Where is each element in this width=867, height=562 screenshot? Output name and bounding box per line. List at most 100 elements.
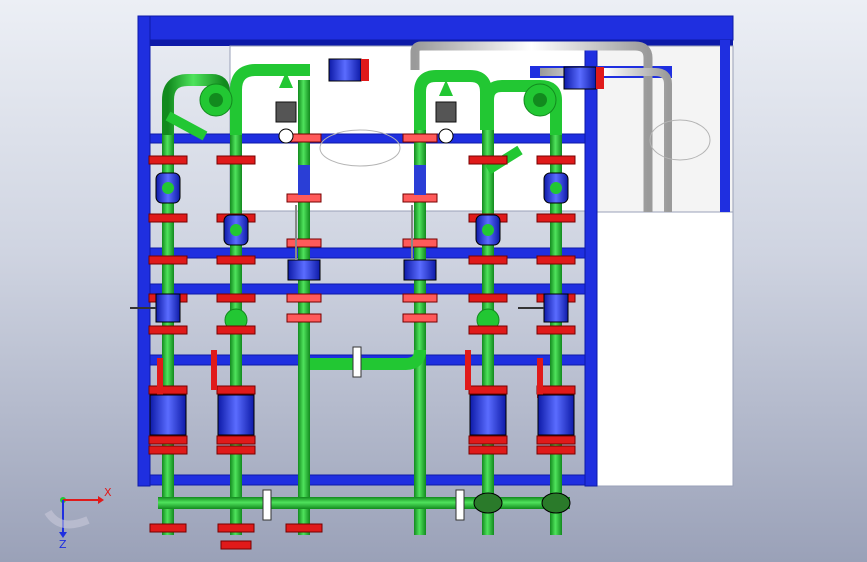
green-pipe-vertical[interactable] [298, 80, 310, 535]
pipe-clamp[interactable] [352, 346, 362, 378]
inline-valve[interactable] [563, 66, 597, 90]
tee-fitting[interactable] [541, 492, 571, 514]
lever-handle[interactable] [211, 350, 217, 390]
check-valve[interactable] [414, 165, 426, 195]
flange[interactable] [216, 293, 256, 303]
flange[interactable] [402, 313, 438, 323]
lever-handle[interactable] [157, 358, 163, 398]
flange[interactable] [286, 238, 322, 248]
cross-beam[interactable] [149, 474, 586, 486]
strainer[interactable] [287, 259, 321, 281]
flange[interactable] [402, 133, 438, 143]
flange[interactable] [536, 213, 576, 223]
flange[interactable] [468, 435, 508, 445]
pressure-gauge-dial[interactable] [438, 128, 454, 144]
flange[interactable] [596, 67, 604, 89]
flange[interactable] [285, 523, 323, 533]
pressure-gauge-dial[interactable] [278, 128, 294, 144]
flange[interactable] [148, 325, 188, 335]
flange[interactable] [468, 385, 508, 395]
gate-valve[interactable] [155, 293, 181, 323]
flange[interactable] [361, 59, 369, 81]
flange[interactable] [468, 325, 508, 335]
butterfly-valve[interactable] [537, 394, 575, 436]
check-valve[interactable] [298, 165, 310, 195]
coordinate-triad-icon: X Z [44, 486, 112, 551]
flange[interactable] [148, 385, 188, 395]
gate-valve[interactable] [543, 293, 569, 323]
inner-column-right[interactable] [720, 40, 730, 212]
flange[interactable] [216, 325, 256, 335]
flange[interactable] [148, 213, 188, 223]
tee-fitting[interactable] [473, 492, 503, 514]
pipe-components[interactable] [130, 58, 604, 550]
flange[interactable] [536, 445, 576, 455]
flange[interactable] [536, 435, 576, 445]
green-pipe-elbow[interactable] [310, 349, 426, 370]
flange[interactable] [148, 445, 188, 455]
flange[interactable] [216, 385, 256, 395]
strainer[interactable] [403, 259, 437, 281]
cross-beam[interactable] [149, 283, 586, 295]
flange[interactable] [402, 238, 438, 248]
flange[interactable] [402, 193, 438, 203]
vent-cap [439, 80, 453, 96]
white-pipe-run[interactable] [318, 41, 711, 212]
pressure-gauge-body[interactable] [275, 101, 297, 123]
flange[interactable] [536, 325, 576, 335]
flange[interactable] [468, 255, 508, 265]
triad-z-label: Z [59, 538, 67, 551]
lever-handle[interactable] [465, 350, 471, 390]
triad-arc [44, 509, 90, 529]
top-beam[interactable] [137, 15, 734, 41]
cross-beam[interactable] [149, 247, 586, 259]
flange[interactable] [216, 435, 256, 445]
flange[interactable] [149, 523, 187, 533]
flange[interactable] [468, 293, 508, 303]
vent-cap [279, 72, 293, 88]
flange[interactable] [286, 313, 322, 323]
green-pipe-elbow[interactable] [414, 70, 492, 130]
flange[interactable] [148, 255, 188, 265]
flange[interactable] [536, 255, 576, 265]
pipe-clamp[interactable] [262, 489, 272, 521]
green-pipe-branch[interactable] [165, 111, 208, 141]
flange[interactable] [148, 155, 188, 165]
butterfly-valve[interactable] [217, 394, 255, 436]
lever-handle[interactable] [537, 358, 543, 398]
flange[interactable] [148, 435, 188, 445]
flange[interactable] [286, 193, 322, 203]
butterfly-valve[interactable] [469, 394, 507, 436]
flange[interactable] [536, 155, 576, 165]
right-panel [594, 211, 734, 487]
flange[interactable] [216, 155, 256, 165]
left-column[interactable] [137, 15, 151, 487]
pressure-gauge-body[interactable] [435, 101, 457, 123]
triad-z-arrow [59, 532, 67, 538]
right-column[interactable] [584, 45, 598, 487]
flange[interactable] [216, 255, 256, 265]
tank-left [319, 129, 401, 167]
butterfly-valve[interactable] [149, 394, 187, 436]
green-pipe-horizontal[interactable] [158, 497, 570, 509]
flange[interactable] [217, 523, 255, 533]
triad-x-label: X [104, 486, 112, 499]
flange[interactable] [220, 540, 252, 550]
flange[interactable] [402, 293, 438, 303]
valve-port [230, 224, 242, 236]
white-pipe-inner[interactable] [540, 68, 672, 212]
tank-right [649, 119, 711, 161]
valve-port [550, 182, 562, 194]
green-pipe-vertical[interactable] [414, 90, 426, 360]
flange[interactable] [286, 293, 322, 303]
pipe-clamp[interactable] [455, 489, 465, 521]
cross-beam[interactable] [149, 133, 586, 144]
flange[interactable] [468, 445, 508, 455]
flange[interactable] [468, 155, 508, 165]
white-pipe-top[interactable] [410, 41, 653, 212]
green-pipe-elbow[interactable] [230, 64, 310, 135]
flange[interactable] [216, 445, 256, 455]
inline-valve[interactable] [328, 58, 362, 82]
